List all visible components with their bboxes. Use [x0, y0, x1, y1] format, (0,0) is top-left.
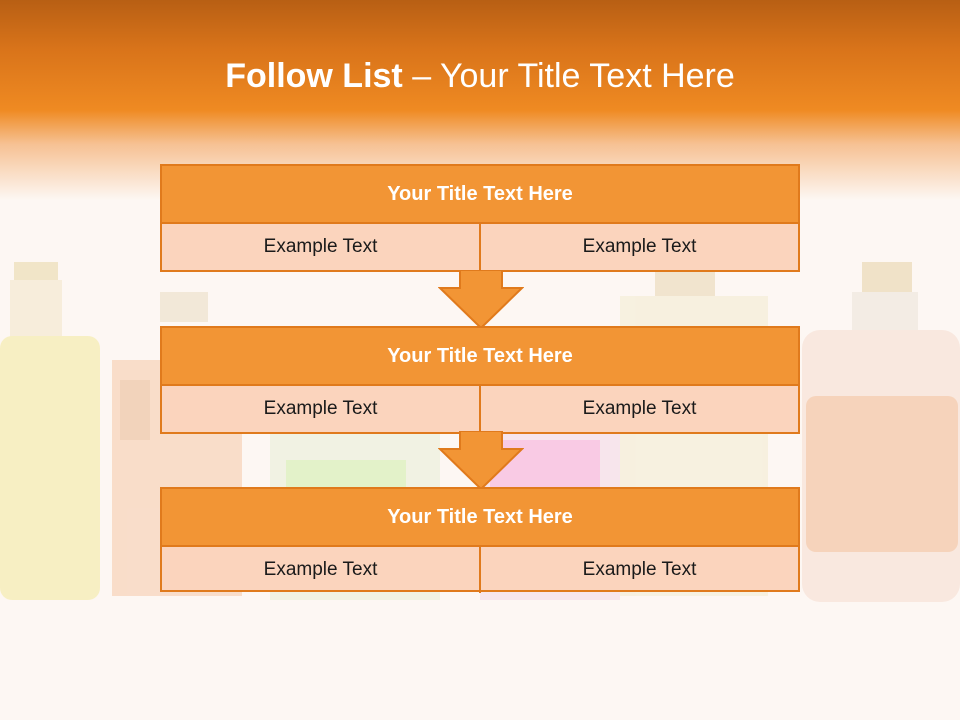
step-title: Your Title Text Here	[162, 489, 798, 547]
down-arrow-icon	[438, 431, 524, 491]
step-box-2: Your Title Text Here Example Text Exampl…	[160, 326, 800, 434]
step-cell-left: Example Text	[263, 236, 378, 257]
step-cell-left: Example Text	[263, 559, 378, 580]
slide-title-bold: Follow List	[225, 57, 403, 95]
step-title: Your Title Text Here	[162, 166, 798, 224]
step-cell-right: Example Text	[479, 386, 798, 432]
step-row: Example Text Example Text	[162, 224, 798, 270]
down-arrow-icon	[438, 270, 524, 330]
step-box-3: Your Title Text Here Example Text Exampl…	[160, 487, 800, 593]
step-title: Your Title Text Here	[162, 328, 798, 386]
slide-title-rest: – Your Title Text Here	[402, 57, 735, 95]
step-cell-left: Example Text	[263, 398, 378, 419]
slide-title: Follow List – Your Title Text Here	[0, 54, 960, 98]
step-row: Example Text Example Text	[162, 386, 798, 432]
step-cell-right: Example Text	[479, 224, 798, 270]
step-box-1: Your Title Text Here Example Text Exampl…	[160, 164, 800, 272]
step-row: Example Text Example Text	[162, 547, 798, 593]
step-cell-right: Example Text	[479, 547, 798, 593]
